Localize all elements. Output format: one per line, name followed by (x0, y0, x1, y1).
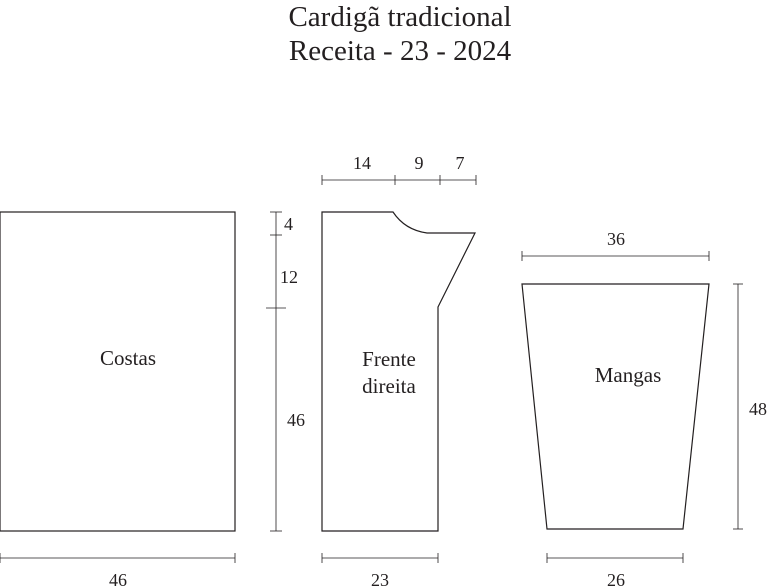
frente-width-dimension (321, 553, 439, 563)
costas-height-dimension (266, 211, 286, 532)
costas-label: Costas (100, 346, 156, 370)
frente-width-label: 23 (371, 570, 389, 588)
mangas-height-dimension (733, 283, 743, 530)
mangas-bottom-dimension (546, 553, 684, 563)
costas-outline (0, 211, 236, 532)
mangas-height-label: 48 (749, 399, 767, 419)
side-top-label: 4 (284, 214, 293, 234)
mangas-top-dimension (521, 251, 710, 261)
costas-width-dimension (0, 553, 236, 563)
title-block: Cardigã tradicional Receita - 23 - 2024 (0, 0, 768, 68)
side-mid-label: 12 (280, 267, 298, 287)
mangas-label: Mangas (595, 363, 662, 387)
frente-top-b-label: 9 (415, 153, 424, 173)
pattern-title: Cardigã tradicional (288, 1, 512, 33)
mangas-outline (521, 283, 710, 530)
frente-top-a-label: 14 (353, 153, 371, 173)
frente-label-line2: direita (362, 374, 416, 398)
frente-outline (321, 211, 476, 532)
mangas-bottom-label: 26 (607, 570, 625, 588)
frente-top-c-label: 7 (456, 153, 465, 173)
pattern-subtitle: Receita - 23 - 2024 (288, 35, 512, 67)
frente-top-dimension (321, 175, 477, 185)
costas-width-label: 46 (109, 570, 127, 588)
side-height-label: 46 (287, 410, 305, 430)
mangas-top-label: 36 (607, 229, 625, 249)
frente-label-line1: Frente (362, 347, 416, 371)
